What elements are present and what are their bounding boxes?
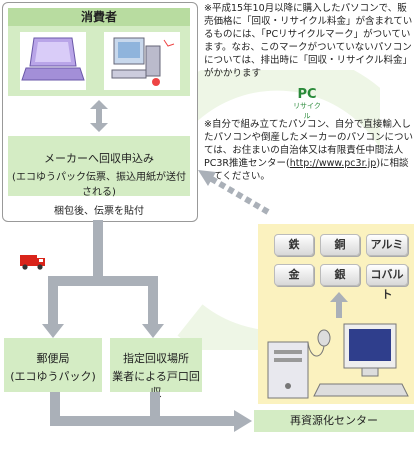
note-pc-recycle-mark: ※平成15年10月以降に購入したパソコンで、販売価格に「回収・リサイクル料金」が…: [204, 3, 413, 79]
pc-mark-logo: PC: [297, 87, 317, 102]
up-arrow: [330, 292, 348, 318]
note2-pre: ※自分で組み立てたパソコン、自分で直接輸入したパソコンや倒産したメーカーのパソコ…: [204, 119, 414, 169]
post-office-line1: 郵便局: [36, 352, 70, 365]
designated-line1: 指定回収場所: [123, 352, 189, 365]
metal-gold: 金: [274, 264, 314, 286]
maker-footer: 梱包後、伝票を貼付: [54, 206, 144, 217]
metal-silver: 銀: [320, 264, 360, 286]
recycling-center-box: 再資源化センター: [254, 410, 414, 432]
note2-post: )に相談してください。: [204, 158, 409, 182]
consumer-panel: 消費者: [8, 8, 190, 96]
desktop-pc-image: [267, 323, 409, 399]
note-self-built: ※自分で組み立てたパソコン、自分で直接輸入したパソコンや倒産したメーカーのパソコ…: [204, 118, 416, 183]
maker-request-box: メーカーへ回収申込み (エコゆうパック伝票、振込用紙が送付される): [8, 136, 190, 198]
truck-icon: [20, 252, 46, 274]
metal-iron: 鉄: [274, 234, 314, 256]
designated-collection-box: 指定回収場所 業者による戸口回収: [110, 338, 202, 399]
recycle-circle-graphic: [166, 70, 380, 350]
maker-line2: (エコゆうパック伝票、振込用紙が送付される): [12, 172, 186, 198]
metal-cobalt: コバルト: [366, 264, 408, 301]
dashed-arrow: [198, 170, 270, 215]
materials-panel: 鉄 銅 アルミ 金 銀 コバルト: [258, 224, 414, 404]
post-office-line2: (エコゆうパック): [10, 370, 96, 383]
broken-pc-image: [104, 32, 180, 90]
pc-recycle-mark-icon: PC リサイクル: [292, 87, 322, 120]
maker-line1: メーカーへ回収申込み: [44, 152, 154, 165]
pc3r-link[interactable]: http://www.pc3r.jp: [289, 158, 377, 169]
consumer-title: 消費者: [8, 8, 190, 26]
laptop-image: [20, 32, 86, 90]
post-office-box: 郵便局 (エコゆうパック): [4, 338, 102, 392]
updown-arrow: [90, 100, 108, 132]
metal-copper: 銅: [320, 234, 360, 256]
branch-arrows: [42, 220, 164, 338]
pc-mark-label: リサイクル: [293, 102, 321, 120]
metal-aluminum: アルミ: [366, 234, 408, 256]
center-arrows: [50, 392, 252, 432]
